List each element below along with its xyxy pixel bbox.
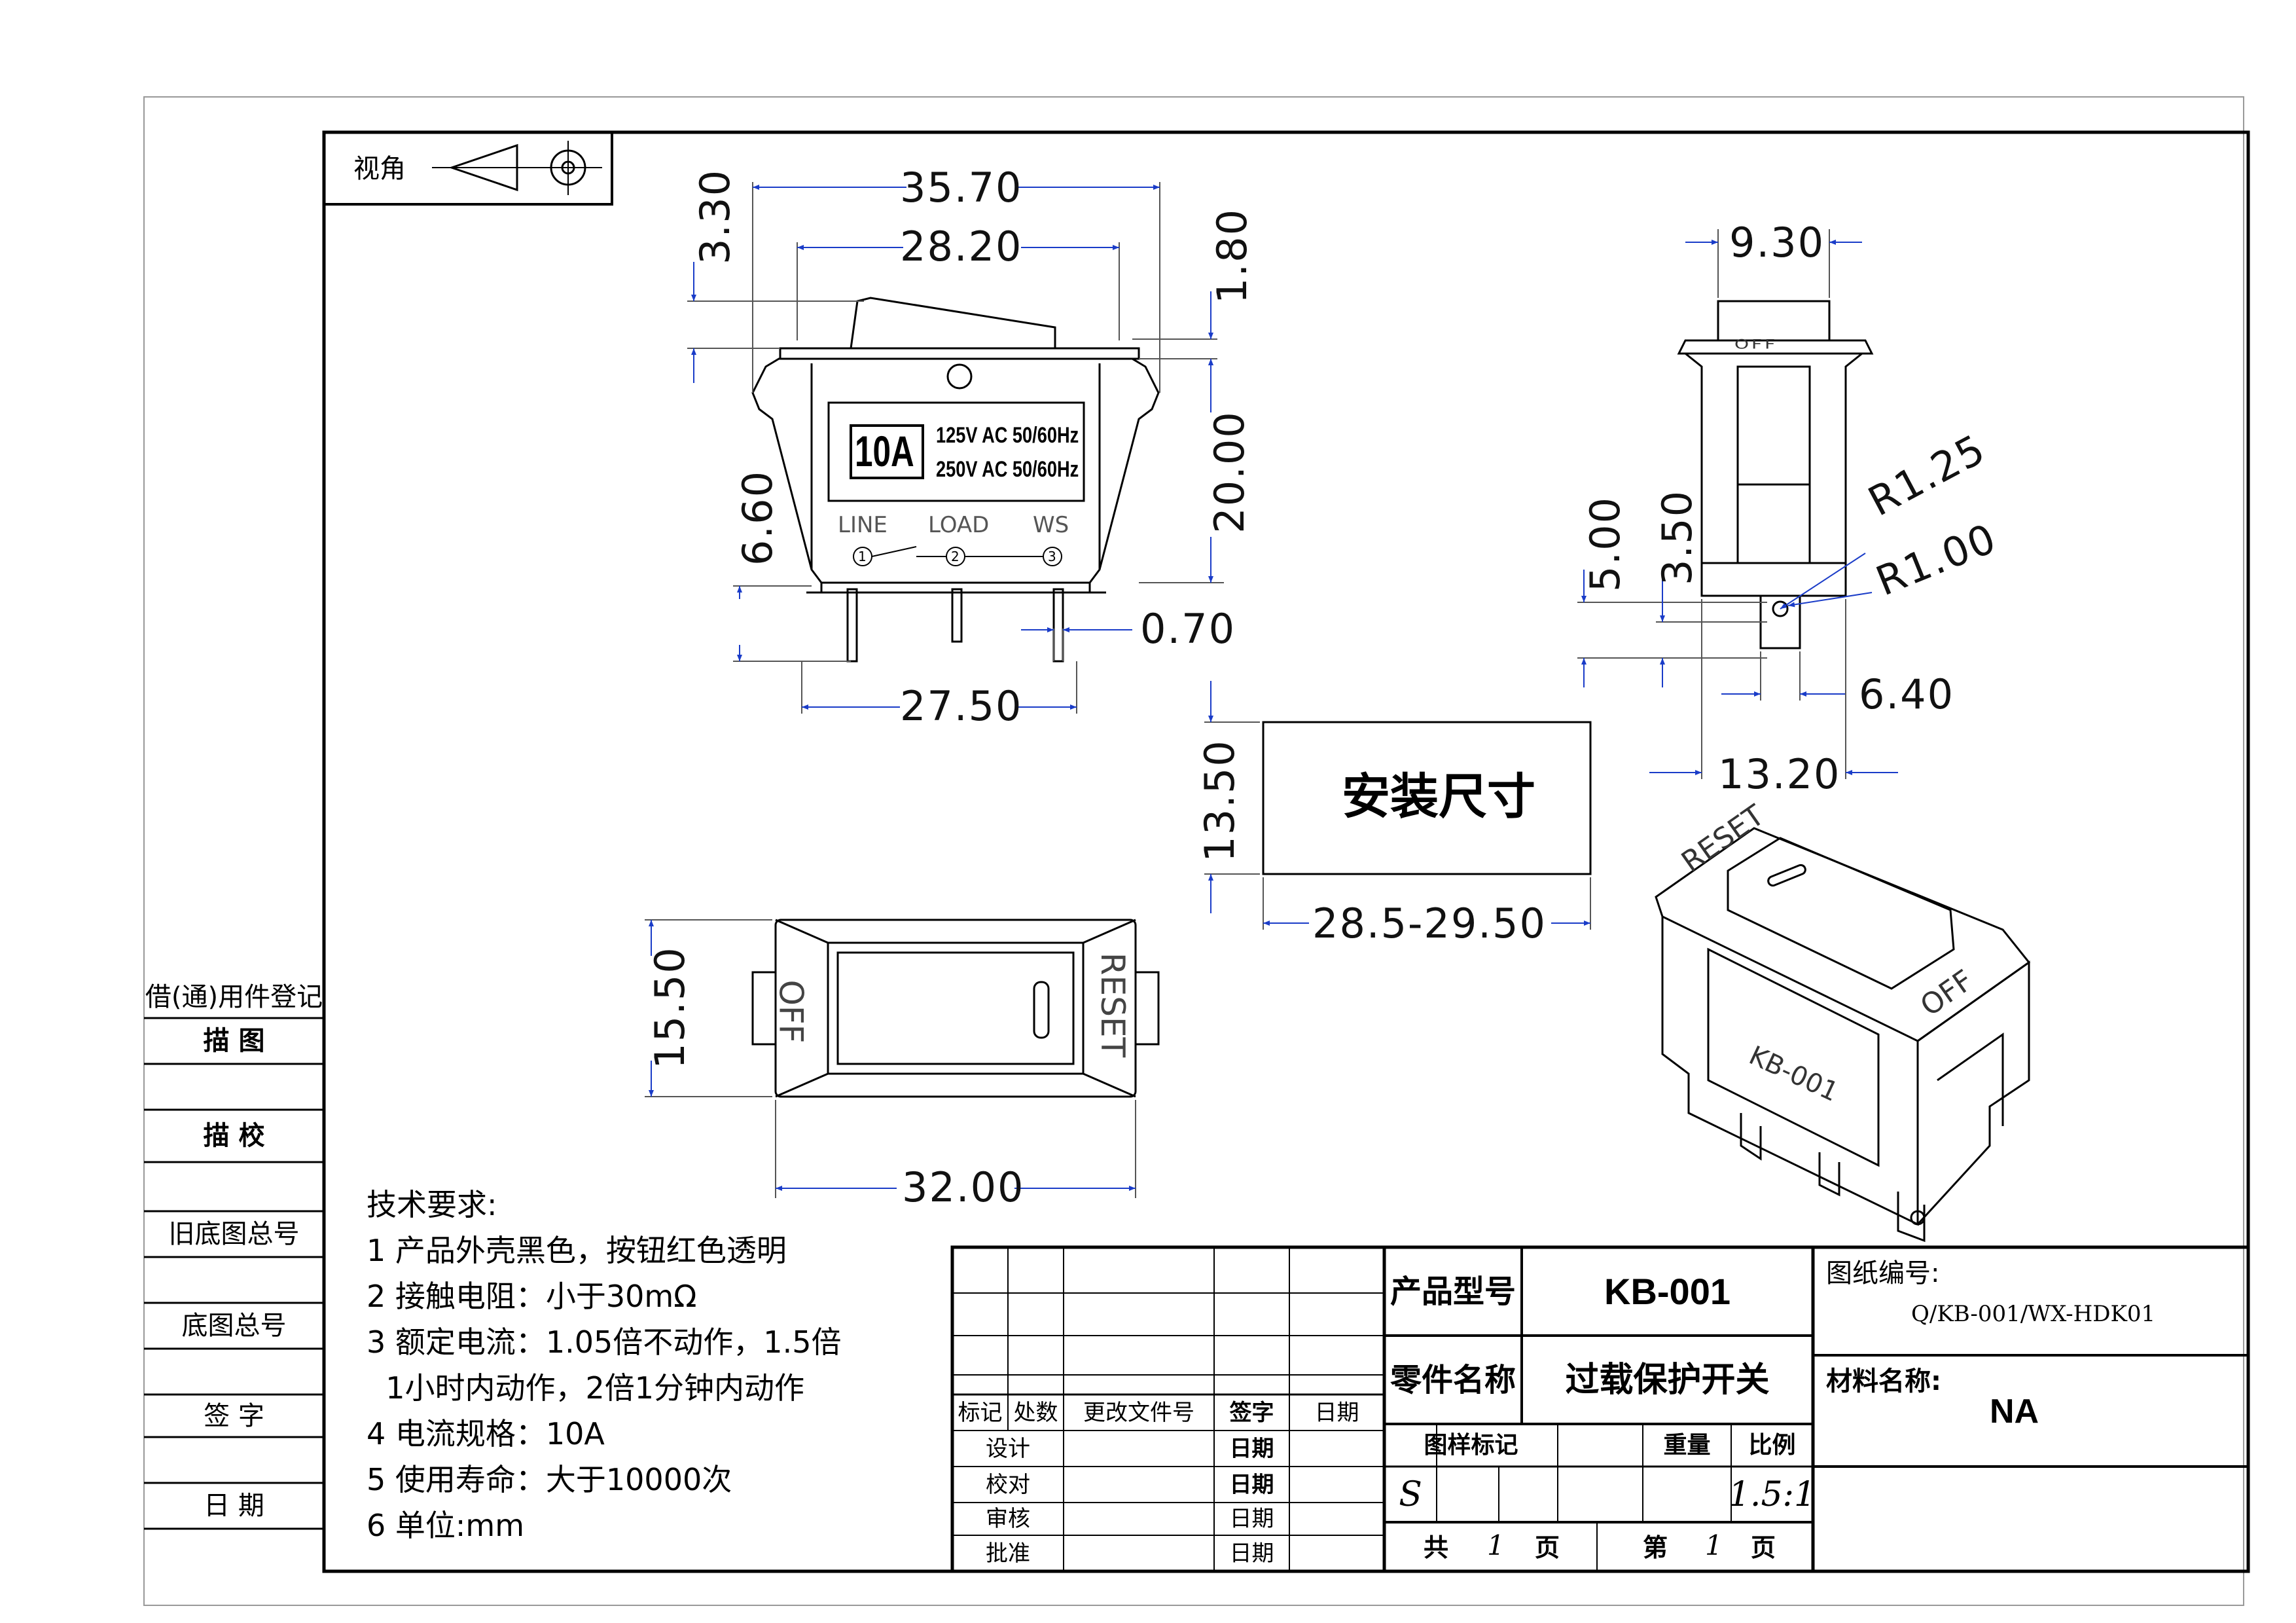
terminal-2-num: 2 bbox=[951, 549, 960, 564]
page-label-a: 第 bbox=[1643, 1533, 1668, 1562]
drawing-no-label: 图纸编号: bbox=[1826, 1258, 1940, 1288]
dim-20-00: 20.00 bbox=[1205, 410, 1253, 534]
terminal-ws-label: WS bbox=[1033, 512, 1069, 538]
dim-1-80: 1.80 bbox=[1208, 208, 1257, 304]
front-dimensions bbox=[687, 182, 1224, 714]
tech-item-3-cont: 1小时内动作，2倍1分钟内动作 bbox=[367, 1370, 805, 1406]
scale-value: 1.5:1 bbox=[1728, 1474, 1816, 1514]
material-label: 材料名称: bbox=[1826, 1366, 1941, 1396]
product-model-value: KB-001 bbox=[1604, 1270, 1731, 1312]
mounting-label: 安装尺寸 bbox=[1342, 769, 1535, 825]
dim-28-5: 28.5-29.50 bbox=[1312, 900, 1547, 947]
dim-15-50: 15.50 bbox=[645, 946, 694, 1069]
tech-title: 技术要求: bbox=[367, 1187, 497, 1222]
side-view bbox=[1677, 300, 1874, 649]
rating-amp: 10A bbox=[855, 427, 914, 475]
dim-27-50: 27.50 bbox=[900, 682, 1023, 730]
total-label-b: 页 bbox=[1535, 1533, 1560, 1562]
terminal-line-label: LINE bbox=[838, 512, 888, 538]
terminal-load-label: LOAD bbox=[928, 512, 990, 538]
dim-13-50: 13.50 bbox=[1195, 739, 1244, 862]
weight-label: 重量 bbox=[1663, 1431, 1711, 1459]
dim-0-70: 0.70 bbox=[1140, 605, 1236, 653]
page-label-b: 页 bbox=[1751, 1533, 1776, 1562]
sign-row-check: 校对 bbox=[986, 1471, 1030, 1498]
tech-item-4: 4 电流规格：10A bbox=[367, 1416, 605, 1451]
tech-item-6: 6 单位:mm bbox=[367, 1508, 525, 1543]
sign-row-approve-date: 日期 bbox=[1229, 1540, 1274, 1567]
sign-row-review: 审核 bbox=[986, 1506, 1030, 1532]
stage-label: 图样标记 bbox=[1424, 1431, 1518, 1459]
outer-border bbox=[143, 96, 2244, 1606]
register-date: 日 期 bbox=[204, 1491, 264, 1521]
sign-row-design: 设计 bbox=[986, 1435, 1030, 1462]
view-angle-label: 视角 bbox=[353, 154, 406, 184]
drawing-no-value: Q/KB-001/WX-HDK01 bbox=[1911, 1301, 2156, 1327]
register-trace-check: 描 校 bbox=[203, 1121, 265, 1151]
mounting-box bbox=[1204, 681, 1592, 930]
stage-value: S bbox=[1399, 1474, 1422, 1514]
register-sign: 签 字 bbox=[204, 1400, 264, 1431]
iso-view bbox=[1655, 827, 2031, 1243]
dim-13-20: 13.20 bbox=[1718, 750, 1841, 798]
part-name-value: 过载保护开关 bbox=[1565, 1360, 1770, 1400]
rating-line-2: 250V AC 50/60Hz bbox=[936, 457, 1079, 482]
top-reset-label: RESET bbox=[1094, 952, 1132, 1058]
dim-32-00: 32.00 bbox=[902, 1163, 1025, 1211]
register-base-no: 底图总号 bbox=[181, 1311, 287, 1341]
terminal-1-num: 1 bbox=[858, 549, 867, 564]
dim-28-20: 28.20 bbox=[900, 223, 1023, 270]
dim-3-30: 3.30 bbox=[691, 168, 740, 265]
rev-header-doc: 更改文件号 bbox=[1083, 1399, 1194, 1426]
terminal-3-num: 3 bbox=[1048, 549, 1056, 564]
sign-row-check-date: 日期 bbox=[1229, 1471, 1274, 1498]
rev-header-date: 日期 bbox=[1314, 1399, 1359, 1426]
register-old-no: 旧底图总号 bbox=[168, 1219, 300, 1249]
left-register-grid bbox=[144, 1017, 324, 1530]
total-label-a: 共 bbox=[1424, 1533, 1449, 1562]
tech-item-5: 5 使用寿命：大于10000次 bbox=[367, 1462, 732, 1497]
part-name-label: 零件名称 bbox=[1390, 1361, 1516, 1398]
rev-header-count: 处数 bbox=[1013, 1399, 1058, 1426]
product-model-label: 产品型号 bbox=[1390, 1273, 1516, 1310]
tech-item-1: 1 产品外壳黑色，按钮红色透明 bbox=[367, 1233, 787, 1268]
dim-35-70: 35.70 bbox=[900, 164, 1023, 211]
register-trace: 描 图 bbox=[203, 1026, 265, 1056]
top-off-label: OFF bbox=[772, 979, 810, 1044]
top-view bbox=[751, 919, 1160, 1098]
rev-header-sign: 签字 bbox=[1229, 1399, 1274, 1426]
side-off-label: OFF bbox=[1734, 337, 1778, 352]
sign-row-design-date: 日期 bbox=[1229, 1435, 1274, 1462]
dim-9-30: 9.30 bbox=[1729, 219, 1825, 266]
page-value: 1 bbox=[1705, 1529, 1723, 1561]
side-dimensions bbox=[1577, 229, 1898, 779]
tech-item-3: 3 额定电流：1.05倍不动作，1.5倍 bbox=[367, 1324, 842, 1360]
rating-line-1: 125V AC 50/60Hz bbox=[936, 423, 1079, 448]
scale-label: 比例 bbox=[1748, 1431, 1796, 1459]
title-block-grid bbox=[950, 1245, 2250, 1573]
sign-row-review-date: 日期 bbox=[1229, 1506, 1274, 1532]
dim-6-60: 6.60 bbox=[734, 469, 782, 566]
tech-item-2: 2 接触电阻：小于30mΩ bbox=[367, 1279, 697, 1314]
dim-3-50: 3.50 bbox=[1653, 489, 1702, 586]
front-view bbox=[751, 297, 1160, 663]
top-dimensions bbox=[645, 919, 1136, 1198]
register-title: 借(通)用件登记 bbox=[145, 981, 323, 1012]
rev-header-mark: 标记 bbox=[958, 1399, 1003, 1426]
tech-requirements: 技术要求: 1 产品外壳黑色，按钮红色透明 2 接触电阻：小于30mΩ 3 额定… bbox=[367, 1182, 841, 1548]
total-value: 1 bbox=[1487, 1529, 1505, 1561]
dim-6-40: 6.40 bbox=[1859, 670, 1955, 718]
sign-row-approve: 批准 bbox=[986, 1540, 1030, 1567]
dim-5-00: 5.00 bbox=[1581, 496, 1630, 593]
view-angle-box bbox=[323, 131, 613, 206]
material-value: NA bbox=[1990, 1393, 2039, 1431]
